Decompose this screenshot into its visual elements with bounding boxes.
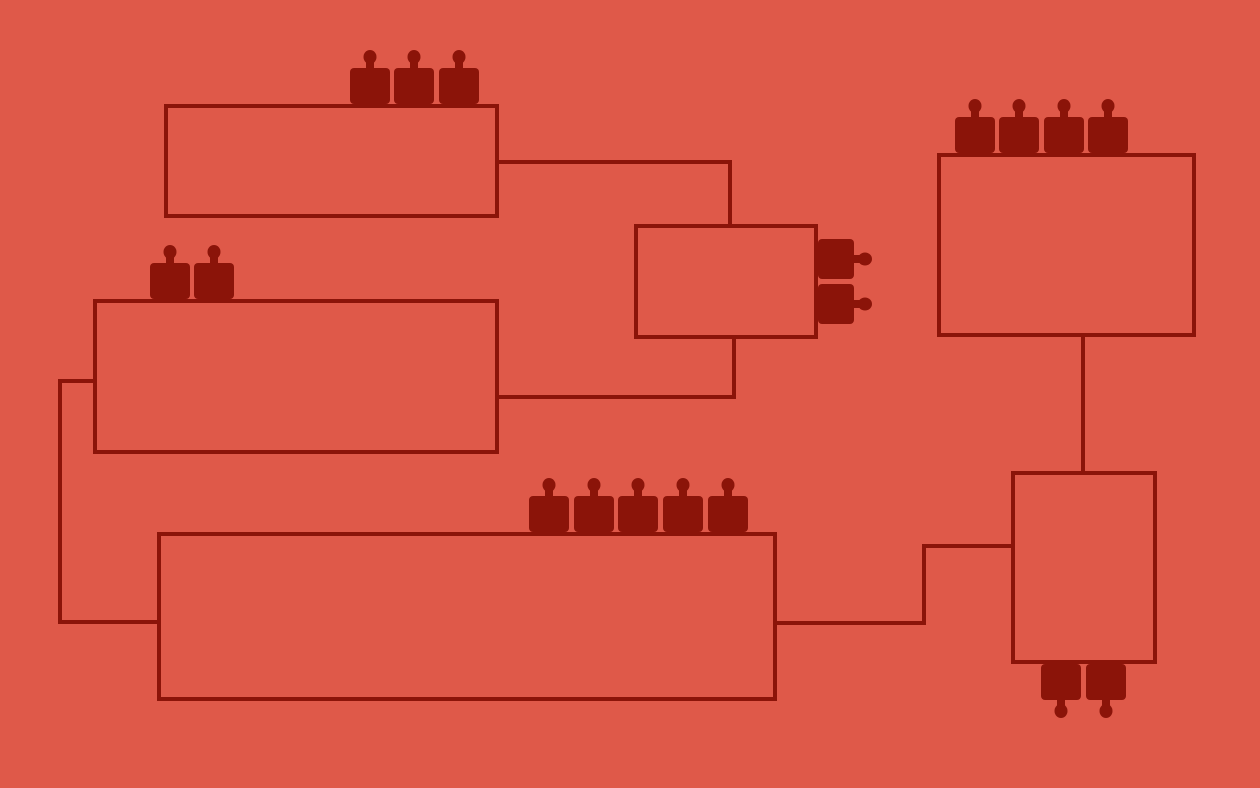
box-b [93, 299, 499, 454]
pegs [150, 50, 1128, 718]
peg-figure-icon [394, 50, 434, 104]
connector-box-e-box-f [775, 544, 1013, 625]
peg-figure-icon [1044, 99, 1084, 153]
peg-figure-icon [818, 239, 872, 279]
peg-figure-icon [1088, 99, 1128, 153]
peg-figure-icon [150, 245, 190, 299]
peg-figure-icon [999, 99, 1039, 153]
peg-figure-icon [574, 478, 614, 532]
peg-figure-icon [663, 478, 703, 532]
boxes [93, 104, 1196, 701]
peg-figure-icon [350, 50, 390, 104]
peg-figure-icon [708, 478, 748, 532]
peg-figure-icon [818, 284, 872, 324]
peg-figure-icon [1041, 664, 1081, 718]
peg-figure-icon [618, 478, 658, 532]
peg-figure-icon [529, 478, 569, 532]
peg-figure-icon [194, 245, 234, 299]
peg-figure-icon [439, 50, 479, 104]
box-d [937, 153, 1196, 337]
connector-box-b-box-c [497, 337, 736, 399]
box-c [634, 224, 818, 339]
box-f [1011, 471, 1157, 664]
peg-figure-icon [955, 99, 995, 153]
connector-box-a-box-c [497, 160, 732, 226]
peg-figure-icon [1086, 664, 1126, 718]
connectors [58, 160, 1085, 625]
box-e [157, 532, 777, 701]
box-a [164, 104, 499, 218]
connector-box-b-box-e [58, 379, 159, 624]
